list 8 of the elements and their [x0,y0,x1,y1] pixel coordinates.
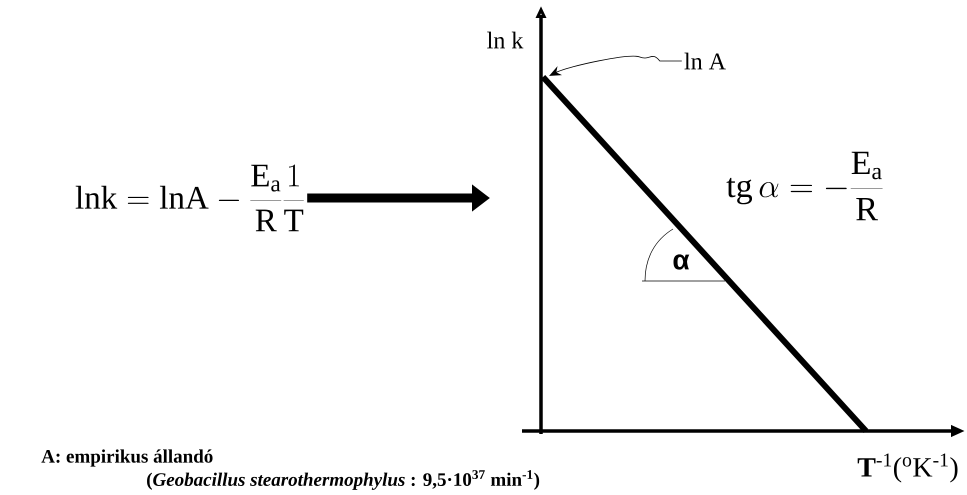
note-text: A: empirikus állandó [41,449,213,467]
axis-label: ln k [487,32,524,48]
note-text: (Geobacillus stearothermophylus : 9,5·10$^{37}$ min$^{-1}$) [147,470,540,490]
callout-text: ln A [684,52,726,70]
equation: $\mathrm{tg}\,\alpha=-\frac{\mathrm{E_a}}{\mathrm{R}}$ [726,152,883,220]
angle-label: α [674,254,690,270]
axis-label: T$^{-1}$($^{o}$K$^{-1}$) [858,453,958,483]
equation: $\mathrm{lnk}=\mathrm{lnA}-\frac{\mathrm{E_a}}{\mathrm{R}}\frac{1}{\mathrm{T}}$ [76,164,304,232]
